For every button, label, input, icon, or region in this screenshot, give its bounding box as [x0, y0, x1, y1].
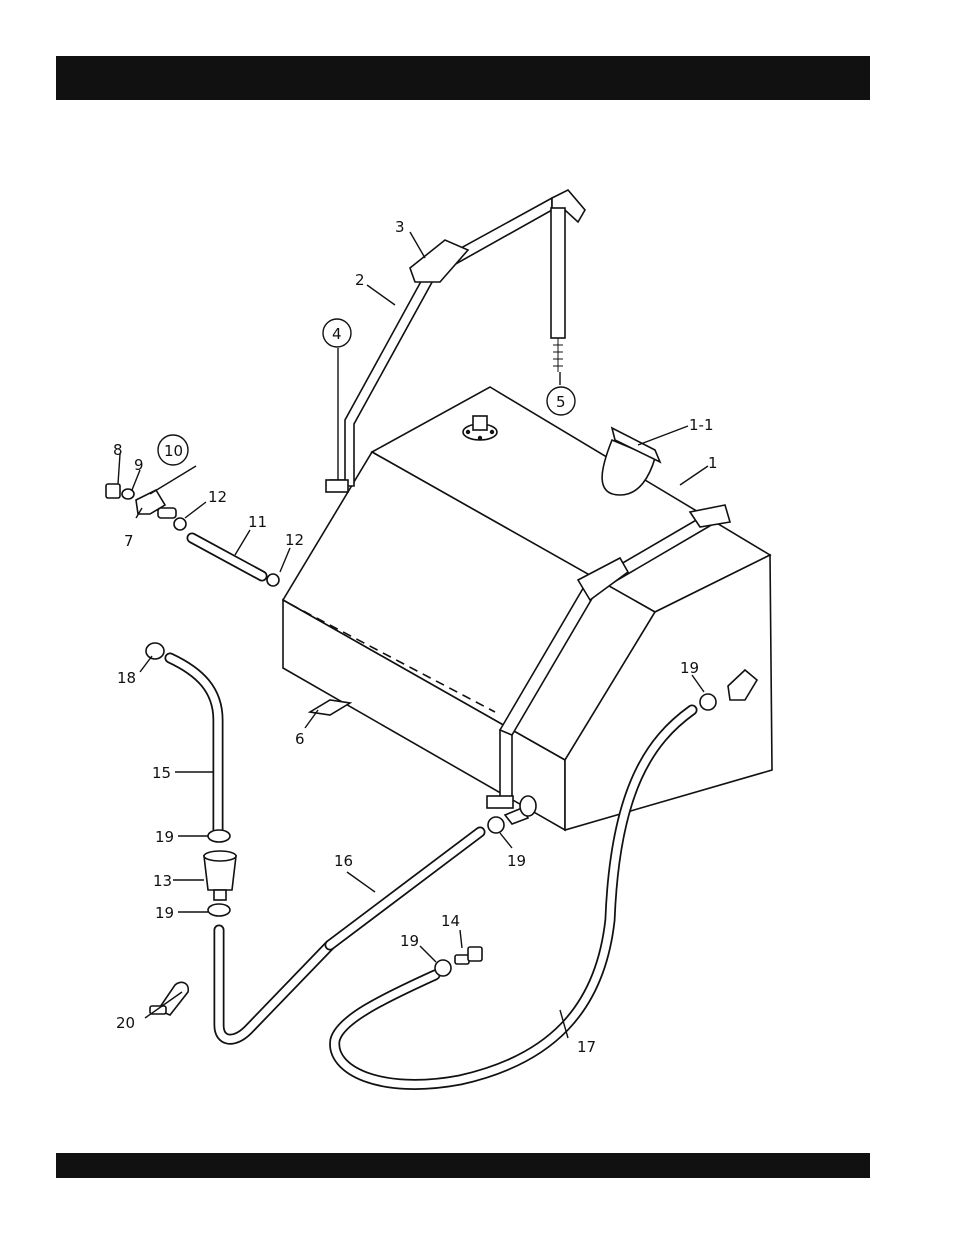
callout-16: 16	[334, 852, 353, 870]
fuel-hose-return	[330, 796, 536, 945]
callout-17: 17	[577, 1038, 596, 1056]
callout-3: 3	[395, 218, 405, 236]
callout-19-d: 19	[400, 932, 419, 950]
fuel-tank	[283, 387, 772, 830]
callout-19-b: 19	[155, 904, 174, 922]
callout-19-a: 19	[155, 828, 174, 846]
callout-1: 1	[708, 454, 718, 472]
fuel-hose-short	[192, 538, 279, 586]
callout-7: 7	[124, 532, 134, 550]
callout-4: 4	[332, 325, 342, 343]
callout-12-a: 12	[208, 488, 227, 506]
callout-20: 20	[116, 1014, 135, 1032]
callout-18: 18	[117, 669, 136, 687]
callout-6: 6	[295, 730, 305, 748]
callout-15: 15	[152, 764, 171, 782]
callout-5: 5	[556, 393, 566, 411]
fuel-cock-assembly	[106, 484, 186, 530]
callout-12-b: 12	[285, 531, 304, 549]
callout-8: 8	[113, 441, 123, 459]
callout-19-e: 19	[680, 659, 699, 677]
bolt	[551, 208, 565, 372]
callout-10: 10	[164, 442, 183, 460]
callout-14: 14	[441, 912, 460, 930]
callout-11: 11	[248, 513, 267, 531]
callout-13: 13	[153, 872, 172, 890]
callout-2: 2	[355, 271, 365, 289]
callout-19-c: 19	[507, 852, 526, 870]
callout-1-1: 1-1	[689, 416, 714, 434]
callout-9: 9	[134, 456, 144, 474]
